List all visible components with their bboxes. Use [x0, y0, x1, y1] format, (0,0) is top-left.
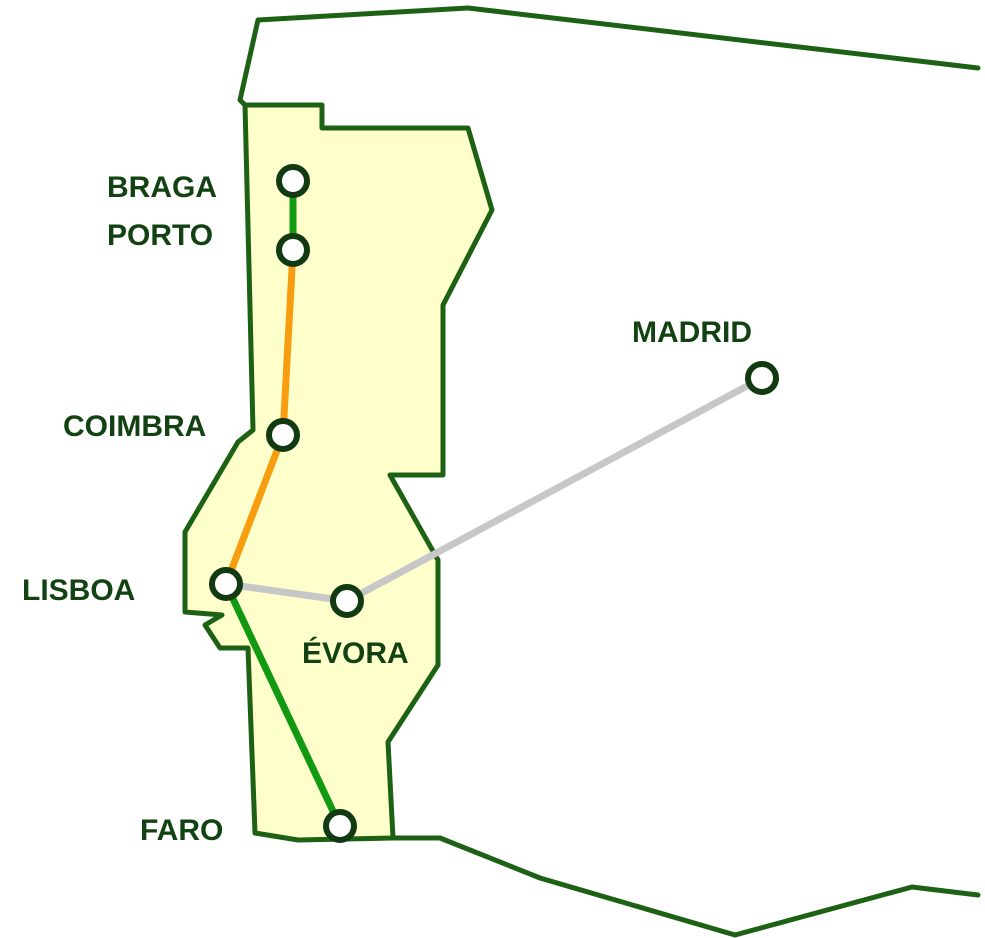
label-madrid: MADRID [632, 316, 752, 349]
label-braga: BRAGA [107, 171, 217, 204]
stations-layer [209, 164, 779, 843]
label-evora: ÉVORA [302, 636, 409, 670]
route-lisboa-evora [222, 580, 351, 605]
route-coimbra-lisboa [222, 431, 287, 588]
portugal-land [182, 102, 495, 843]
label-porto: PORTO [107, 219, 213, 252]
station-coimbra[interactable] [266, 418, 300, 452]
spain-border-north [237, 5, 981, 108]
labels-layer: BRAGA PORTO COIMBRA LISBOA ÉVORA FARO MA… [22, 171, 752, 847]
station-evora[interactable] [330, 584, 364, 618]
route-lisboa-faro [222, 580, 344, 830]
label-coimbra: COIMBRA [63, 410, 206, 443]
routes-layer [222, 177, 766, 830]
station-braga[interactable] [276, 164, 310, 198]
label-faro: FARO [140, 814, 223, 847]
station-madrid[interactable] [745, 361, 779, 395]
route-porto-coimbra [279, 246, 297, 439]
route-evora-madrid [343, 374, 766, 605]
station-porto[interactable] [276, 233, 310, 267]
spain-border-south [390, 835, 981, 938]
label-lisboa: LISBOA [22, 574, 135, 607]
station-faro[interactable] [323, 809, 357, 843]
station-lisboa[interactable] [209, 567, 243, 601]
